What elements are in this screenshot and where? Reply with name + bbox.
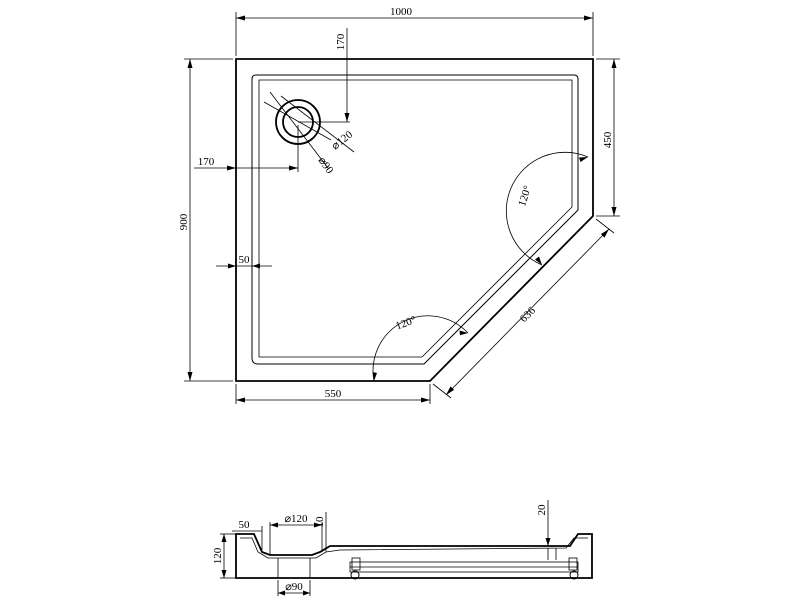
arrow: [372, 372, 377, 381]
arrow: [344, 113, 350, 122]
dim-sec-rim-label: 50: [239, 519, 251, 531]
arrow: [545, 538, 551, 546]
arrow: [278, 590, 285, 596]
dim-sec-height-label: 120: [212, 547, 224, 564]
tray-outline: [235, 58, 594, 382]
arrow: [611, 59, 617, 68]
arrow: [459, 330, 468, 336]
arrow: [289, 165, 298, 171]
dim-sec-drain-bottom-label: ⌀90: [285, 581, 303, 593]
drain-leader-2: [269, 91, 329, 169]
ext-line: [432, 383, 452, 399]
arrow: [187, 59, 193, 68]
dim-drain-left-label: 170: [198, 156, 215, 168]
dim-depth-label: 900: [178, 213, 190, 230]
dim-sec-rim-height-label: 20: [536, 504, 548, 516]
basin-inner-line: [258, 79, 573, 358]
arrow: [252, 263, 260, 269]
section-inner-line: [240, 537, 588, 559]
drain-leader-1: [263, 101, 332, 141]
basin-outline: [251, 74, 579, 365]
arrow: [221, 534, 227, 542]
drain-inner-diameter-label: ⌀90: [316, 155, 336, 177]
dim-line-diagonal: [445, 228, 610, 396]
arrow: [446, 386, 455, 395]
dim-rim-label: 50: [239, 254, 251, 266]
angle-upper-label: 120°: [516, 184, 534, 208]
arrow: [600, 229, 609, 238]
section-view: 50 ⌀120 10 120 ⌀90 20: [212, 500, 593, 596]
foot: [350, 570, 360, 580]
arrow: [270, 522, 278, 528]
arrow: [421, 397, 430, 403]
angle-arc-upper: [505, 151, 589, 266]
dim-width-label: 1000: [390, 6, 413, 18]
arrow: [221, 570, 227, 578]
dim-sec-depth-label: 10: [314, 516, 326, 528]
dim-diagonal-label: 636: [518, 304, 539, 325]
arrow: [227, 165, 236, 171]
angle-arc-lower: [372, 315, 469, 382]
arrow: [314, 522, 322, 528]
arrow: [236, 15, 245, 21]
arrow: [236, 397, 245, 403]
arrow: [579, 157, 588, 162]
angle-lower-label: 120°: [394, 314, 418, 332]
ext-line: [595, 218, 615, 234]
section-outline: [235, 533, 593, 579]
dim-sec-drain-top-label: ⌀120: [284, 513, 308, 525]
arrow: [535, 256, 542, 265]
arrow: [303, 590, 310, 596]
dim-right-label: 450: [602, 131, 614, 148]
arrow: [584, 15, 593, 21]
foot: [351, 557, 361, 571]
drain-leader-3: [280, 95, 355, 153]
dim-drain-top-label: 170: [335, 33, 347, 50]
foot: [569, 570, 579, 580]
drain-outer-diameter-label: ⌀120: [329, 128, 355, 152]
arrow: [611, 207, 617, 216]
dim-bottom-label: 550: [325, 388, 342, 400]
arrow: [228, 263, 236, 269]
foot: [568, 557, 578, 571]
plan-view: ⌀120 ⌀90 1000 900 170 170 50: [178, 6, 620, 404]
arrow: [187, 372, 193, 381]
